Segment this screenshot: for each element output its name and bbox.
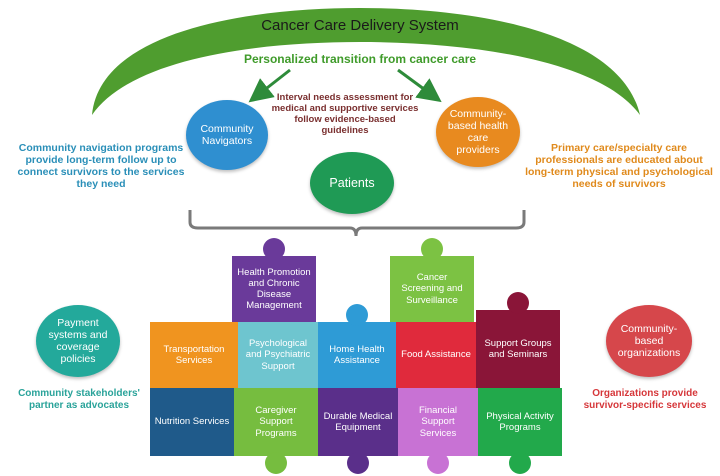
patients-label: Patients <box>329 175 375 190</box>
right-note: Primary care/specialty care professional… <box>525 142 713 191</box>
puzzle-piece-dme <box>318 388 398 474</box>
left-note: Community navigation programs provide lo… <box>17 142 185 191</box>
bottom-left-note: Community stakeholders' partner as advoc… <box>18 388 140 411</box>
puzzle-piece-health-promotion <box>232 238 316 322</box>
community-organizations-circle: Community-based organizations <box>606 305 692 377</box>
community-navigators-label: Community Navigators <box>200 122 254 147</box>
puzzle-piece-nutrition <box>150 388 234 456</box>
payment-systems-label: Payment systems and coverage policies <box>48 316 108 366</box>
puzzle-piece-caregiver <box>234 388 318 474</box>
bottom-right-note: Organizations provide survivor-specific … <box>583 388 707 411</box>
transition-label: Personalized transition from cancer care <box>243 52 477 66</box>
puzzle-piece-financial <box>398 388 478 474</box>
puzzle-piece-home-health <box>318 304 396 388</box>
community-organizations-label: Community-based organizations <box>617 322 681 360</box>
community-providers-circle: Community-based health care providers <box>436 97 520 167</box>
payment-systems-circle: Payment systems and coverage policies <box>36 305 120 377</box>
interval-note: Interval needs assessment for medical an… <box>271 92 419 136</box>
patients-circle: Patients <box>310 152 394 214</box>
care-system-arc <box>92 8 640 115</box>
arrow-to-providers <box>397 68 442 103</box>
puzzle-piece-support-groups <box>476 292 560 388</box>
puzzle-piece-cancer-screening <box>390 238 474 322</box>
arrow-to-navigators <box>248 68 291 103</box>
puzzle-pieces <box>150 238 562 474</box>
diagram-title: Cancer Care Delivery System <box>261 17 459 34</box>
community-navigators-circle: Community Navigators <box>186 100 268 170</box>
community-providers-label: Community-based health care providers <box>447 107 509 157</box>
puzzle-piece-physical <box>478 388 562 474</box>
grouping-brace <box>188 210 526 237</box>
